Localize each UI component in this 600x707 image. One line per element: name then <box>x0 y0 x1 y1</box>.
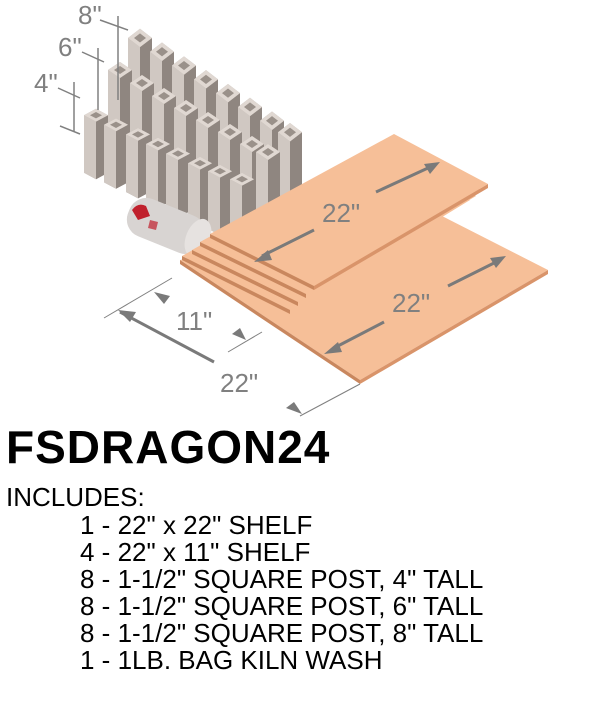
label-full-width: 22" <box>220 368 258 398</box>
list-item: 4 - 22" x 11" SHELF <box>80 537 311 567</box>
post-dimension-lines <box>57 16 129 135</box>
label-4in: 4" <box>34 68 58 98</box>
product-title: FSDRAGON24 <box>6 421 331 473</box>
shelf-dimension-arrows <box>118 162 506 414</box>
list-item: 1 - 22" x 22" SHELF <box>80 510 313 540</box>
label-8in: 8" <box>78 0 102 30</box>
label-shelf-length: 22" <box>392 288 430 318</box>
label-6in: 6" <box>58 32 82 62</box>
list-item: 8 - 1-1/2" SQUARE POST, 4" TALL <box>80 564 484 594</box>
includes-label: INCLUDES: <box>6 482 145 512</box>
list-item: 1 - 1LB. BAG KILN WASH <box>80 645 383 675</box>
label-half-width: 11" <box>176 306 212 336</box>
kiln-wash-bag <box>126 197 212 258</box>
includes-list: 1 - 22" x 22" SHELF 4 - 22" x 11" SHELF … <box>80 512 483 674</box>
shelf-extension-lines <box>103 277 361 417</box>
kiln-furniture-illustration: 8" 6" 4" <box>34 0 548 417</box>
list-item: 8 - 1-1/2" SQUARE POST, 8" TALL <box>80 618 484 648</box>
list-item: 8 - 1-1/2" SQUARE POST, 6" TALL <box>80 591 484 621</box>
label-stack-length: 22" <box>322 198 360 228</box>
